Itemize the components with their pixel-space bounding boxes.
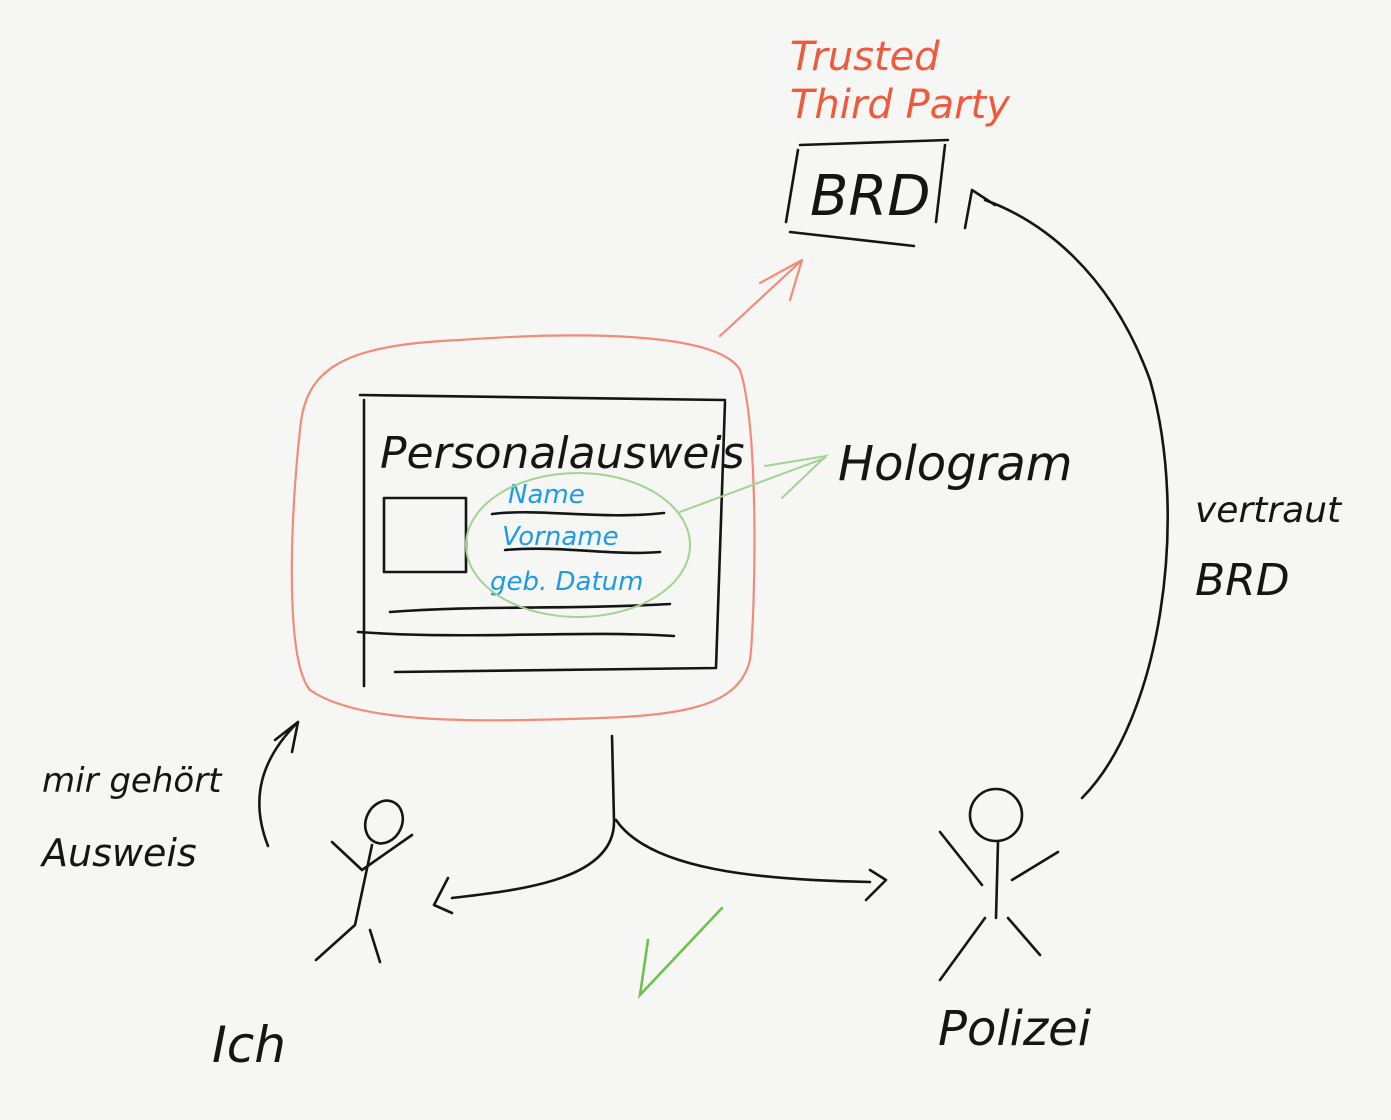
field-name: Name <box>508 480 585 510</box>
actor-me-label: Ich <box>212 1016 286 1074</box>
brd-box-label: BRD <box>810 164 930 229</box>
trusted-label-line1: Trusted <box>790 34 940 80</box>
field-geb-datum: geb. Datum <box>490 567 644 597</box>
arrow-me-to-card <box>258 720 300 848</box>
ownership-label-line1: mir gehört <box>42 761 223 801</box>
id-card-title: Personalausweis <box>380 428 745 479</box>
trust-label-line1: vertraut <box>1195 490 1343 531</box>
arrow-police-to-brd <box>963 188 1169 800</box>
trust-label-line2: BRD <box>1195 555 1290 606</box>
field-vorname: Vorname <box>502 522 619 552</box>
card-trust-outline <box>290 334 756 722</box>
photo-placeholder <box>382 496 468 574</box>
hologram-label: Hologram <box>838 436 1073 492</box>
trusted-label-line2: Third Party <box>790 82 1011 128</box>
hologram-circle <box>465 472 691 618</box>
actor-police-label: Polizei <box>938 1001 1092 1057</box>
arrow-to-hologram <box>679 454 830 513</box>
arrow-card-to-brd <box>718 258 804 338</box>
brd-box: BRD <box>784 138 950 248</box>
fork-arrows-card-to-actors <box>432 734 888 915</box>
stick-figure-icon <box>314 799 414 964</box>
stick-figure-icon <box>938 787 1060 982</box>
check-icon <box>638 906 724 999</box>
ownership-label-line2: Ausweis <box>39 831 197 875</box>
id-card: Personalausweis Name Vorname geb. Datum <box>356 393 745 688</box>
